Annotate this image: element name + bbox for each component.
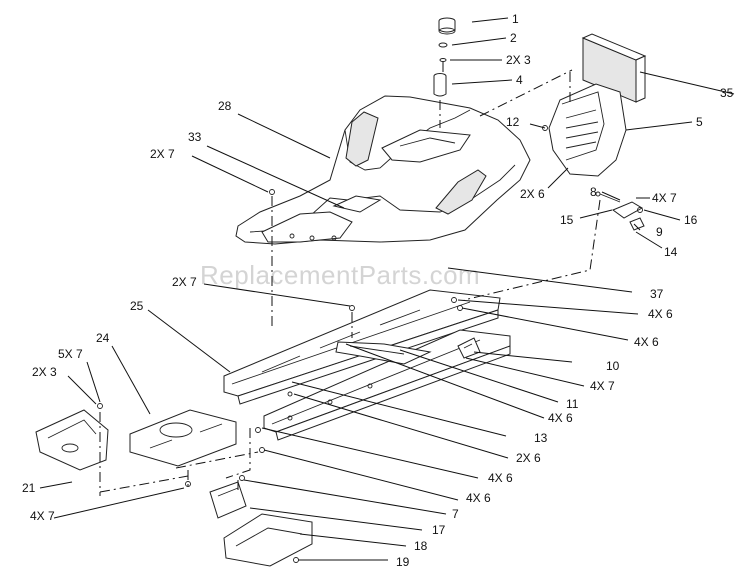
- callout-4x6-b: 4X 6: [634, 335, 659, 349]
- callout-17: 17: [432, 523, 446, 537]
- callout-10: 10: [606, 359, 620, 373]
- part-18-cover: [223, 513, 313, 567]
- callout-5: 5: [696, 115, 703, 129]
- callout-3: 2X 3: [506, 53, 531, 67]
- callout-18: 18: [414, 539, 428, 553]
- callout-35: 35: [720, 86, 734, 100]
- callout-4x6-c: 4X 6: [548, 411, 573, 425]
- leader-lines: [39, 17, 735, 561]
- callout-5x7: 5X 7: [58, 347, 83, 361]
- callout-37: 37: [650, 287, 664, 301]
- fasteners: [97, 189, 463, 563]
- part-37-frame-rail: [263, 329, 511, 441]
- callout-16: 16: [684, 213, 698, 227]
- callout-28: 28: [218, 99, 232, 113]
- callout-13: 13: [534, 431, 548, 445]
- part-9-clip: [629, 217, 645, 231]
- alignment-lines: [99, 62, 601, 496]
- part-28-seat: [235, 95, 531, 245]
- callout-labels: 1 2 2X 3 4 35 5 12 28 33 2X 7 2X 6 8 4X …: [22, 12, 734, 569]
- callout-8: 8: [590, 185, 597, 199]
- callout-4x7-low: 4X 7: [30, 509, 55, 523]
- callout-7: 7: [452, 507, 459, 521]
- callout-4x6-d: 4X 6: [488, 471, 513, 485]
- part-1-knob: [438, 17, 456, 35]
- part-7-plate: [209, 481, 247, 519]
- callout-9: 9: [656, 225, 663, 239]
- callout-33: 33: [188, 130, 202, 144]
- part-13-crossmember: [335, 341, 432, 365]
- callout-4x6-a: 4X 6: [648, 307, 673, 321]
- part-2-washer: [438, 42, 448, 62]
- part-4-spacer: [433, 73, 447, 97]
- callout-2x3-left: 2X 3: [32, 365, 57, 379]
- callout-2x7-top: 2X 7: [150, 147, 175, 161]
- callout-2: 2: [510, 31, 517, 45]
- callout-25: 25: [130, 299, 144, 313]
- callout-4x7-mid: 4X 7: [590, 379, 615, 393]
- part-5-bracket: [542, 83, 627, 177]
- callout-19: 19: [396, 555, 410, 569]
- callout-4x7-top: 4X 7: [652, 191, 677, 205]
- callout-4: 4: [516, 73, 523, 87]
- callout-12: 12: [506, 115, 520, 129]
- part-8-bolt: [595, 191, 621, 203]
- part-35-bar: [581, 33, 647, 103]
- callout-1: 1: [512, 12, 519, 26]
- part-16-nut: [637, 207, 643, 213]
- callout-2x6-top: 2X 6: [520, 187, 545, 201]
- callout-14: 14: [664, 245, 678, 259]
- callout-2x6-low: 2X 6: [516, 451, 541, 465]
- callout-15: 15: [560, 213, 574, 227]
- callout-21: 21: [22, 481, 36, 495]
- part-33-decal: [332, 195, 382, 213]
- part-10-bracket: [457, 337, 481, 359]
- callout-11: 11: [566, 397, 579, 411]
- callout-4x6-e: 4X 6: [466, 491, 491, 505]
- part-24-plate: [129, 409, 237, 467]
- callout-24: 24: [96, 331, 110, 345]
- watermark-text: ReplacementParts.com: [200, 260, 480, 290]
- part-21-bracket: [35, 409, 109, 471]
- callout-2x7-mid: 2X 7: [172, 275, 197, 289]
